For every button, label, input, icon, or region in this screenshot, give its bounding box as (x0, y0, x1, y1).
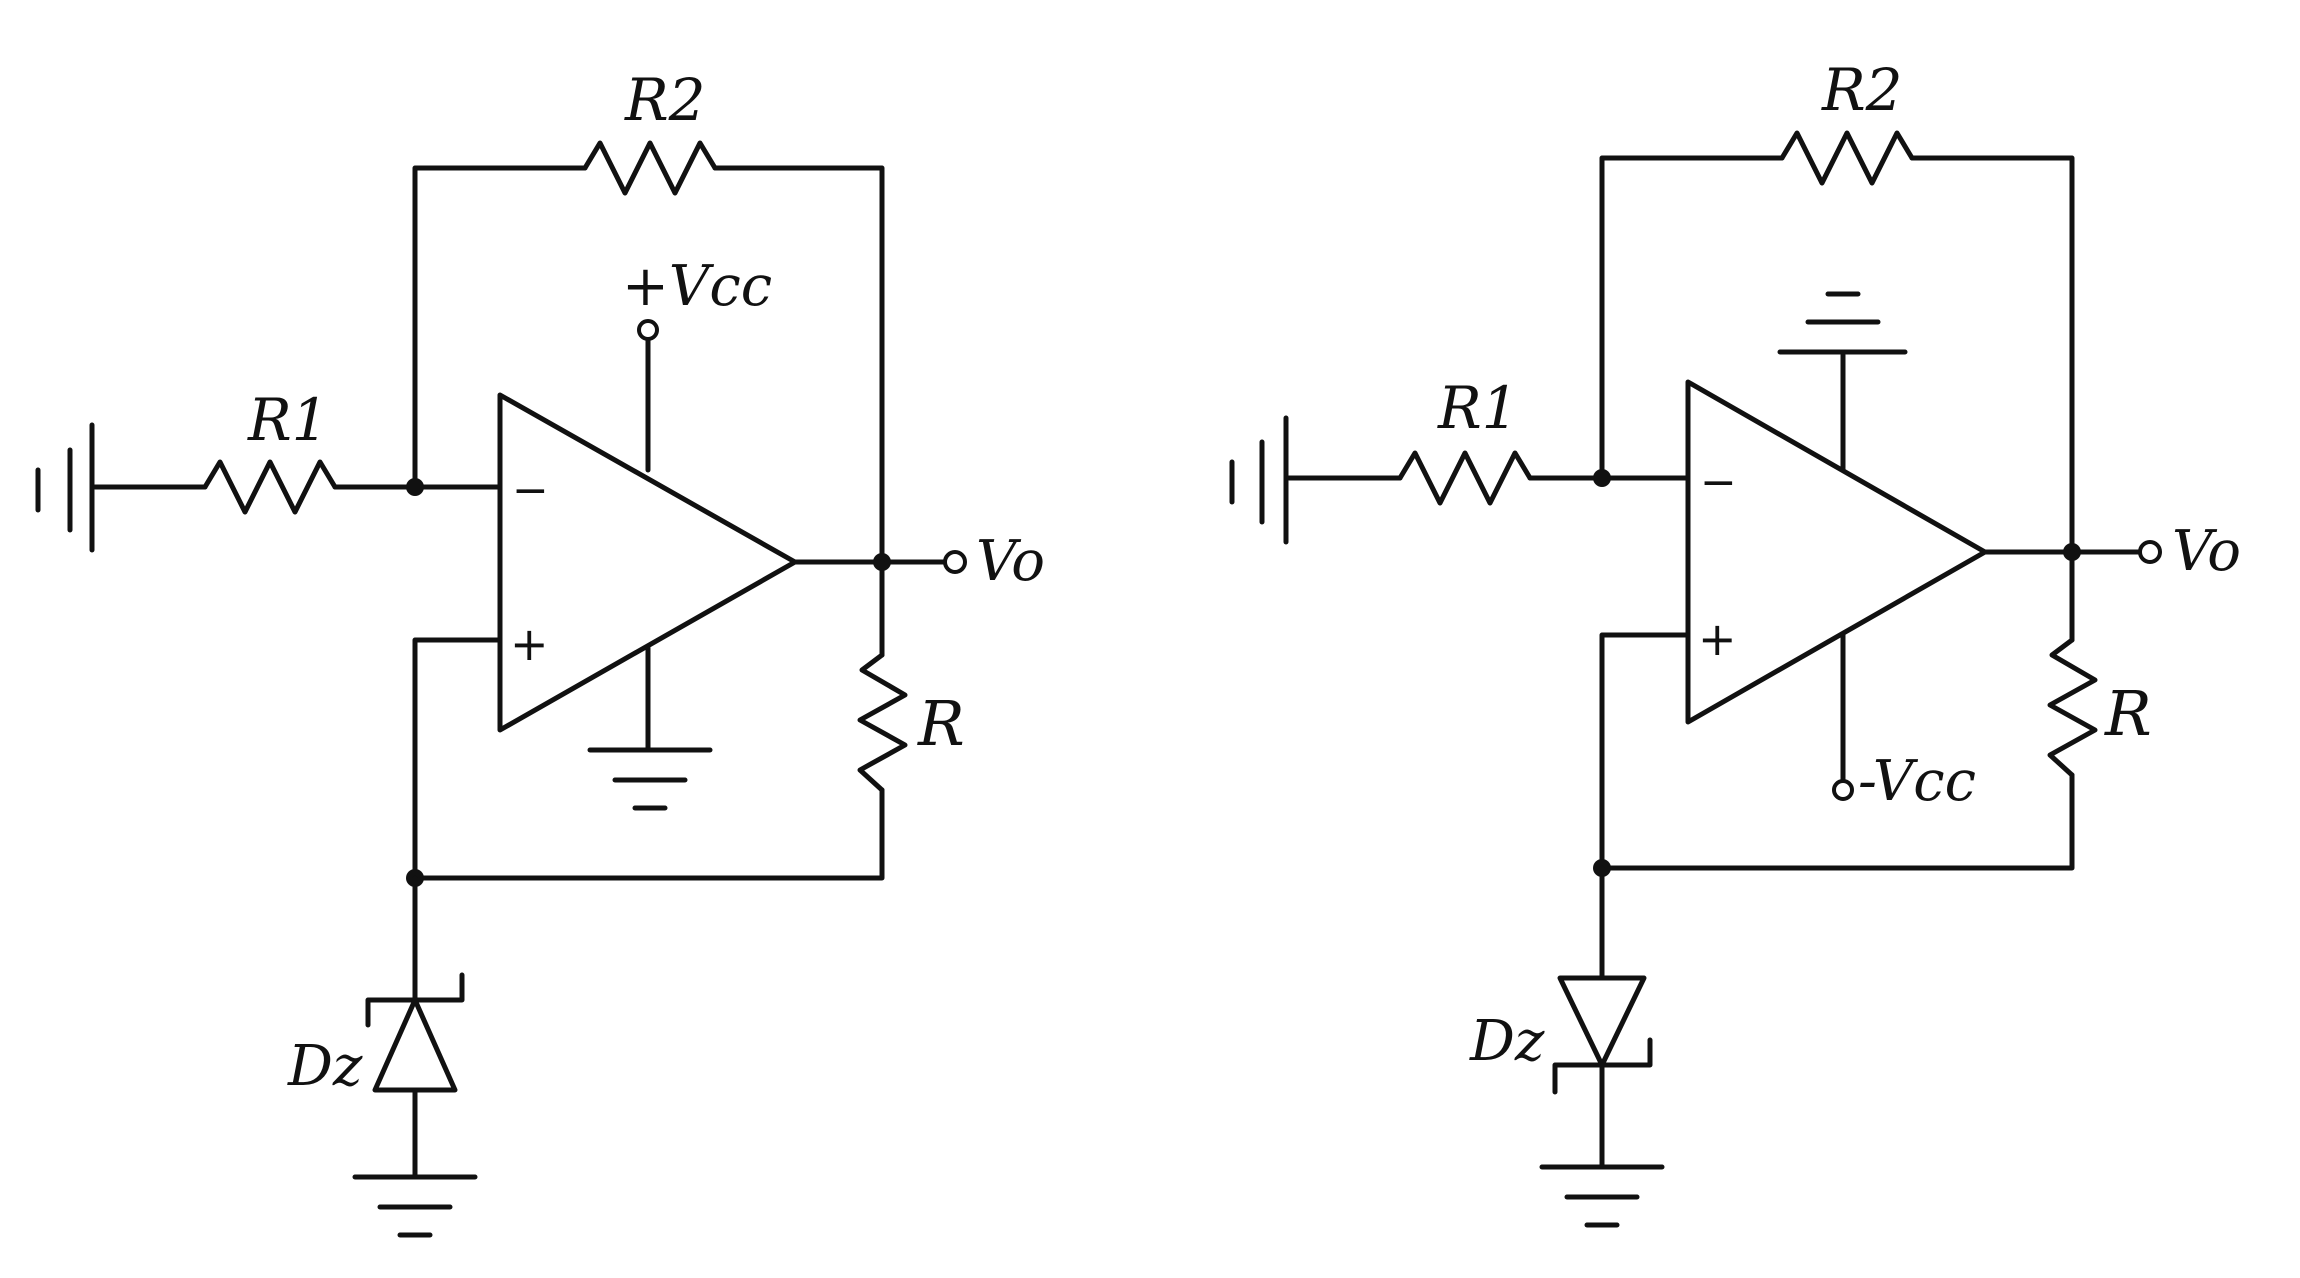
r-label-right: R (2104, 677, 2152, 750)
r1-label-left: R1 (247, 386, 329, 454)
ground-icon (352, 1174, 478, 1238)
vcc-terminal-right (1832, 779, 1854, 801)
vo-label-left: Vo (976, 529, 1045, 594)
wire-right-r-bottom (1599, 772, 2075, 871)
wire-right-plus (1599, 632, 1691, 871)
circuit-right: − + -Vcc Vo R Dz (1229, 130, 2241, 1228)
vcc-label-right: -Vcc (1858, 749, 1976, 814)
wire-right-feedback-down (1909, 155, 2075, 555)
r1-label-right: R1 (1437, 374, 1519, 442)
ground-icon (587, 747, 713, 811)
node-right-inverting (1593, 469, 1611, 487)
wire-left-plus (412, 637, 503, 881)
wire-left-feedback-down (712, 165, 885, 565)
vo-terminal-left (943, 550, 967, 574)
opamp-minus-right: − (1700, 457, 1737, 508)
r2-label-right: R2 (1821, 56, 1903, 124)
resistor-r1-left (202, 459, 338, 515)
vcc-terminal-left (637, 319, 659, 341)
vo-label-right: Vo (2172, 519, 2241, 584)
resistor-r-left (857, 652, 908, 793)
resistor-r-right (2047, 637, 2098, 778)
opamp-plus-right: + (1698, 612, 1737, 666)
ground-icon (1539, 1164, 1665, 1228)
opamp-minus-left: − (512, 465, 549, 516)
vcc-label-left: +Vcc (622, 254, 772, 319)
r-label-left: R (917, 687, 965, 760)
input-source-left (35, 422, 95, 553)
input-source-right (1229, 415, 1289, 545)
vo-terminal-right (2138, 540, 2162, 564)
ground-icon (1777, 291, 1908, 355)
resistor-r2-right (1779, 130, 1915, 186)
dz-label-right: Dz (1469, 1009, 1545, 1074)
wire-right-feedback-up (1599, 155, 1785, 481)
r2-label-left: R2 (624, 66, 706, 134)
circuit-left: − + +Vcc Vo R Dz (35, 140, 1045, 1238)
wire-left-r-bottom (412, 787, 885, 881)
resistor-r1-right (1397, 450, 1533, 506)
opamp-plus-left: + (510, 617, 549, 671)
resistor-r2-left (582, 140, 718, 196)
opamp-right (1685, 379, 1988, 725)
node-left-inverting (406, 478, 424, 496)
wire-left-feedback-up (412, 165, 588, 490)
dz-label-left: Dz (287, 1034, 363, 1099)
